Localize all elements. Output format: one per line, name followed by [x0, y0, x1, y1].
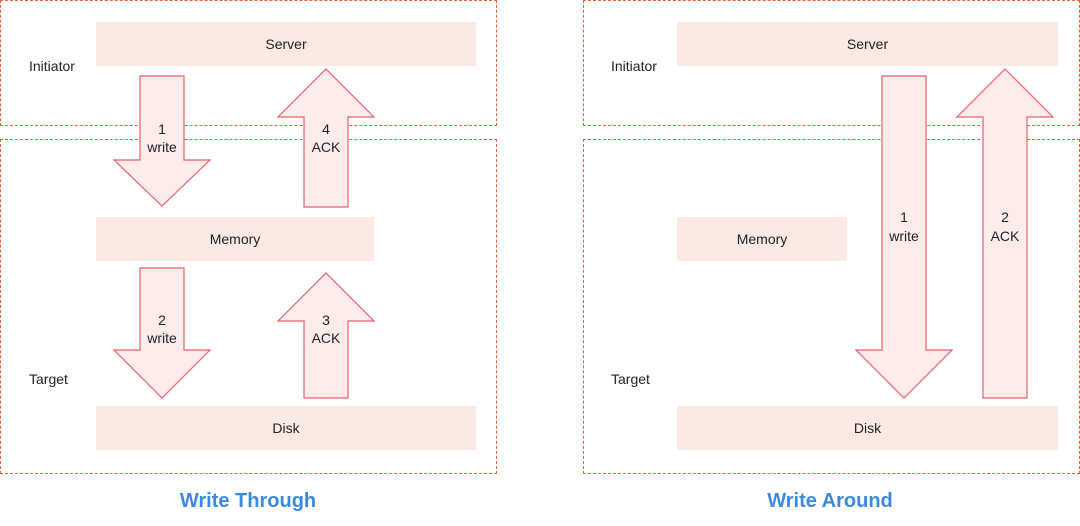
down-arrow-icon: [112, 267, 212, 399]
left-arrow-3-text: ACK: [312, 330, 341, 346]
up-arrow-icon: [955, 68, 1055, 399]
left-arrow-2-text: write: [146, 330, 177, 346]
right-initiator-label: Initiator: [611, 58, 657, 74]
left-target-zone: [0, 139, 497, 474]
right-server-bar: Server: [677, 22, 1058, 66]
left-arrow-1-write: 1 write: [112, 75, 212, 207]
right-arrow-2-ack: 2 ACK: [955, 68, 1055, 399]
left-arrow-4-text: ACK: [312, 139, 341, 155]
left-arrow-1-num: 1: [158, 121, 166, 137]
left-arrow-3-num: 3: [322, 312, 330, 328]
left-arrow-3-ack: 3 ACK: [276, 272, 376, 399]
left-server-bar: Server: [96, 22, 476, 66]
right-memory-bar: Memory: [677, 217, 847, 261]
left-arrow-1-text: write: [146, 139, 177, 155]
right-arrow-2-text: ACK: [991, 228, 1020, 244]
left-memory-bar: Memory: [96, 217, 374, 261]
right-title: Write Around: [767, 490, 893, 512]
right-arrow-1-write: 1 write: [854, 75, 954, 399]
left-initiator-label: Initiator: [29, 58, 75, 74]
left-initiator-zone: [0, 0, 497, 126]
right-arrow-1-text: write: [888, 228, 919, 244]
right-target-label: Target: [611, 371, 650, 387]
left-target-label: Target: [29, 371, 68, 387]
up-arrow-icon: [276, 272, 376, 399]
left-arrow-4-ack: 4 ACK: [276, 68, 376, 208]
down-arrow-icon: [854, 75, 954, 399]
left-arrow-2-write: 2 write: [112, 267, 212, 399]
left-arrow-2-num: 2: [158, 312, 166, 328]
left-disk-bar: Disk: [96, 406, 476, 450]
up-arrow-icon: [276, 68, 376, 208]
right-arrow-1-num: 1: [900, 209, 908, 225]
down-arrow-icon: [112, 75, 212, 207]
right-disk-bar: Disk: [677, 406, 1058, 450]
right-arrow-2-num: 2: [1001, 209, 1009, 225]
left-title: Write Through: [179, 490, 317, 512]
left-arrow-4-num: 4: [322, 121, 330, 137]
